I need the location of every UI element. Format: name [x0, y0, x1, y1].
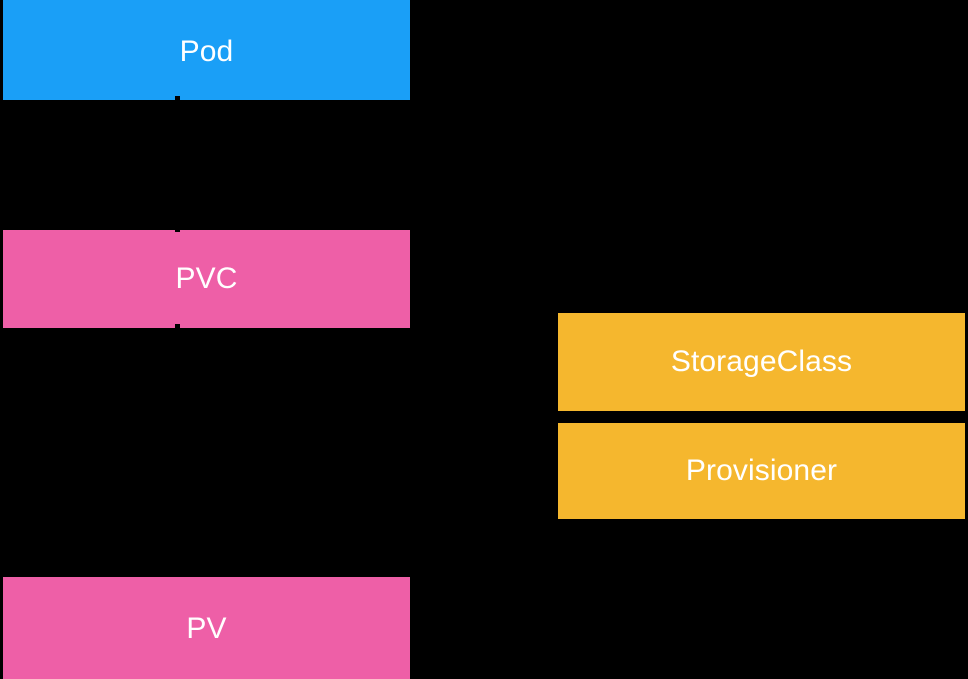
- edge-provisioner-to-pv: [409, 470, 558, 633]
- node-pvc[interactable]: PVC: [3, 230, 410, 328]
- node-pv-label: PV: [186, 612, 227, 645]
- edge-pvc-to-pv: [172, 328, 182, 578]
- node-pod[interactable]: Pod: [3, 0, 410, 100]
- node-storageclass[interactable]: StorageClass: [558, 313, 965, 411]
- edge-pvc-to-storageclass: [410, 278, 559, 367]
- node-pvc-label: PVC: [175, 262, 238, 295]
- arrowhead-notch-pod-bottom: [175, 96, 180, 100]
- node-provisioner[interactable]: Provisioner: [558, 423, 965, 519]
- arrowhead-notch-pvc-bottom: [175, 324, 180, 328]
- node-pv[interactable]: PV: [3, 577, 410, 679]
- arrowhead-notch-pvc-top: [175, 230, 180, 232]
- node-pod-label: Pod: [179, 35, 234, 68]
- edge-pod-to-pvc: [172, 100, 182, 231]
- node-provisioner-label: Provisioner: [685, 454, 838, 487]
- node-storageclass-label: StorageClass: [670, 345, 853, 378]
